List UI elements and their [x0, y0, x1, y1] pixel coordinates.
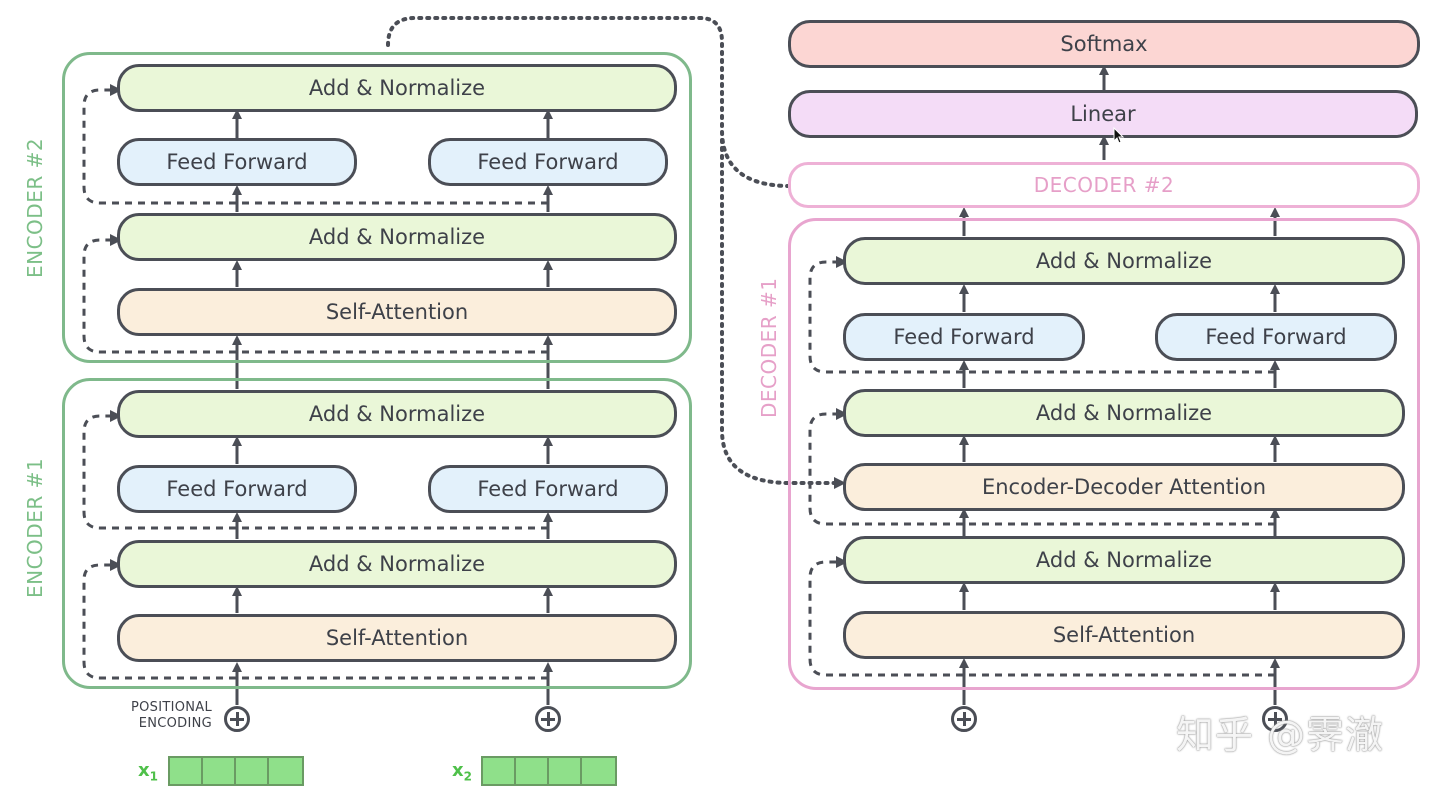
decoder-1-frame	[788, 218, 1420, 690]
encoder-1-label: ENCODER #1	[23, 457, 47, 598]
decoder-residual-paths	[808, 256, 1275, 677]
input-x2-vector	[481, 756, 617, 786]
input-x2-label: x2	[452, 760, 472, 784]
mouse-cursor-icon	[1113, 127, 1125, 144]
encoder-2-add-normalize-bottom: Add & Normalize	[117, 213, 677, 261]
add-icon	[224, 706, 250, 732]
add-icon	[535, 706, 561, 732]
vector-cell	[582, 758, 615, 784]
encoder-2-add-normalize-top: Add & Normalize	[117, 64, 677, 112]
encoder-1-frame	[62, 378, 692, 689]
vector-cell	[483, 758, 516, 784]
softmax-layer: Softmax	[788, 20, 1420, 68]
positional-label-line1: POSITIONAL	[130, 700, 212, 715]
vector-cell	[269, 758, 302, 784]
add-icon	[951, 706, 977, 732]
decoder-flow-arrows	[959, 65, 1280, 705]
decoder-1-label: DECODER #1	[757, 277, 781, 418]
linear-layer: Linear	[788, 90, 1418, 138]
vector-cell	[170, 758, 203, 784]
vector-cell	[549, 758, 582, 784]
decoder-1-feed-forward-left: Feed Forward	[843, 313, 1085, 361]
decoder-1-add-normalize-bottom: Add & Normalize	[843, 536, 1405, 584]
decoder-1-add-normalize-top: Add & Normalize	[843, 237, 1405, 285]
decoder-1-encoder-decoder-attention: Encoder-Decoder Attention	[843, 463, 1405, 511]
decoder-1-add-normalize-middle: Add & Normalize	[843, 389, 1405, 437]
input-x1-label: x1	[138, 760, 158, 784]
x1-subscript: 1	[149, 769, 158, 784]
encoder-flow-arrows	[232, 109, 553, 705]
x2-text: x	[452, 760, 464, 781]
encoder-2-feed-forward-right: Feed Forward	[428, 138, 668, 186]
encoder-1-add-normalize-bottom: Add & Normalize	[117, 540, 677, 588]
vector-cell	[516, 758, 549, 784]
positional-encoding-label: POSITIONAL ENCODING	[100, 700, 212, 732]
encoder-2-feed-forward-left: Feed Forward	[117, 138, 357, 186]
encoder-1-self-attention: Self-Attention	[117, 614, 677, 662]
encoder-residual-paths	[82, 84, 548, 680]
positional-label-line2: ENCODING	[138, 716, 212, 731]
watermark: 知乎 @霁澈	[1176, 713, 1385, 757]
decoder-2-block: DECODER #2	[788, 162, 1420, 208]
encoder-2-label: ENCODER #2	[23, 137, 47, 278]
input-x1-vector	[168, 756, 304, 786]
encoder-1-feed-forward-right: Feed Forward	[428, 465, 668, 513]
add-icon	[1262, 706, 1288, 732]
encoder-2-frame	[62, 52, 692, 363]
encoder-1-feed-forward-left: Feed Forward	[117, 465, 357, 513]
x2-subscript: 2	[463, 769, 472, 784]
decoder-1-self-attention: Self-Attention	[843, 611, 1405, 659]
vector-cell	[236, 758, 269, 784]
encoder-2-self-attention: Self-Attention	[117, 288, 677, 336]
decoder-1-feed-forward-right: Feed Forward	[1155, 313, 1397, 361]
encoder-output-paths	[386, 16, 846, 489]
vector-cell	[203, 758, 236, 784]
x1-text: x	[138, 760, 150, 781]
encoder-1-add-normalize-top: Add & Normalize	[117, 390, 677, 438]
